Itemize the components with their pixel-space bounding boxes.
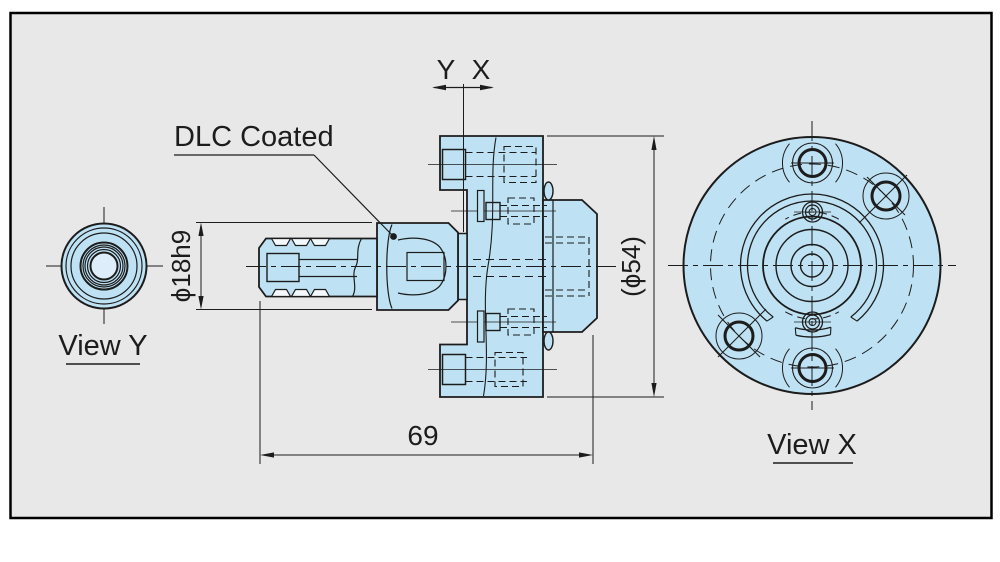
retaining-ring-arc bbox=[795, 326, 832, 331]
hole-cross-line bbox=[717, 308, 767, 358]
step-circle bbox=[65, 227, 143, 305]
view-y-drawing: View Y bbox=[46, 207, 163, 365]
collet-circle bbox=[84, 246, 124, 286]
rear-shank bbox=[542, 199, 598, 333]
dowel-pin bbox=[476, 310, 485, 343]
center-bore-circle bbox=[799, 253, 825, 278]
hole-cross-line bbox=[717, 314, 761, 358]
datum-yx: Y X bbox=[432, 54, 494, 232]
shaft-bore bbox=[266, 252, 300, 283]
counterbore-arc bbox=[781, 348, 790, 388]
shaft-notch bbox=[270, 237, 292, 247]
step-circle bbox=[70, 232, 138, 300]
thread-hole bbox=[723, 320, 755, 352]
arrowhead-left bbox=[432, 84, 446, 91]
arrowhead-down bbox=[198, 296, 204, 310]
shaft-notch bbox=[290, 288, 312, 298]
dim-overall-length-text: 69 bbox=[407, 420, 438, 451]
ring-end-cut bbox=[850, 316, 858, 322]
nozzle-shaft bbox=[258, 237, 378, 298]
thread-hole-outer bbox=[862, 172, 910, 220]
dimension-flange-diameter: (ϕ54) bbox=[547, 135, 664, 398]
ring-end-cut bbox=[794, 327, 797, 336]
dimension-overall-length: 69 bbox=[259, 301, 594, 464]
bolt-head bbox=[441, 148, 467, 181]
counterbore-arc bbox=[835, 348, 844, 388]
arrowhead-up bbox=[198, 222, 204, 236]
arrowhead-right bbox=[579, 452, 593, 458]
retaining-ring-arc bbox=[746, 200, 878, 318]
side-view-drawing bbox=[246, 135, 621, 398]
hidden-screw-boss bbox=[507, 308, 535, 336]
collet-circle bbox=[79, 241, 129, 291]
bolt-head bbox=[441, 353, 467, 386]
center-ring bbox=[775, 228, 849, 303]
datum-x-label: X bbox=[472, 54, 491, 85]
arrowhead-left bbox=[260, 452, 274, 458]
leader-line bbox=[313, 154, 394, 237]
hole-cross-line bbox=[858, 174, 908, 224]
shaft-notch bbox=[270, 288, 292, 298]
dim-shaft-diameter-text: ϕ18h9 bbox=[166, 230, 196, 302]
datum-y-label: Y bbox=[437, 54, 456, 85]
center-ring bbox=[790, 243, 834, 288]
o-ring bbox=[543, 331, 554, 351]
coating-callout: DLC Coated bbox=[174, 121, 397, 240]
thread-hole-outer bbox=[715, 312, 763, 360]
bolt-circle-dashed bbox=[710, 163, 914, 368]
dowel-pin bbox=[476, 189, 485, 223]
shaft-notch bbox=[309, 237, 331, 247]
hidden-bolt-boss bbox=[503, 145, 537, 184]
screw-head bbox=[485, 201, 501, 221]
shaft-spline-line bbox=[351, 238, 363, 297]
bore-circle bbox=[89, 251, 119, 281]
ring-end-cut bbox=[766, 316, 774, 322]
view-y-label: View Y bbox=[58, 330, 147, 362]
counterbore-arc bbox=[835, 143, 844, 183]
view-x-drawing: View X bbox=[668, 121, 956, 464]
o-ring bbox=[543, 181, 554, 201]
leader-dot bbox=[390, 233, 397, 240]
arrowhead-right bbox=[480, 84, 494, 91]
thread-hole bbox=[870, 180, 902, 212]
shaft-notch bbox=[290, 237, 312, 247]
retaining-ring-arc bbox=[739, 193, 885, 322]
arrowhead-down bbox=[651, 383, 657, 397]
nut-hex-flat bbox=[406, 251, 445, 282]
view-x-label: View X bbox=[767, 429, 857, 461]
hidden-screw-boss bbox=[507, 197, 535, 225]
hole-cross-line bbox=[866, 176, 906, 216]
retaining-ring-arc bbox=[795, 333, 831, 338]
shaft-notch bbox=[309, 288, 331, 298]
dimension-shaft-diameter: ϕ18h9 bbox=[166, 222, 372, 310]
arrowhead-up bbox=[651, 136, 657, 150]
screw-head bbox=[485, 312, 501, 332]
hidden-bolt-boss bbox=[494, 351, 524, 388]
collet-circle bbox=[82, 244, 126, 288]
dim-flange-diameter-text: (ϕ54) bbox=[616, 236, 646, 297]
collet-circle bbox=[86, 248, 122, 284]
break-line bbox=[482, 137, 497, 397]
counterbore-arc bbox=[781, 143, 790, 183]
coating-note-label: DLC Coated bbox=[174, 121, 334, 153]
